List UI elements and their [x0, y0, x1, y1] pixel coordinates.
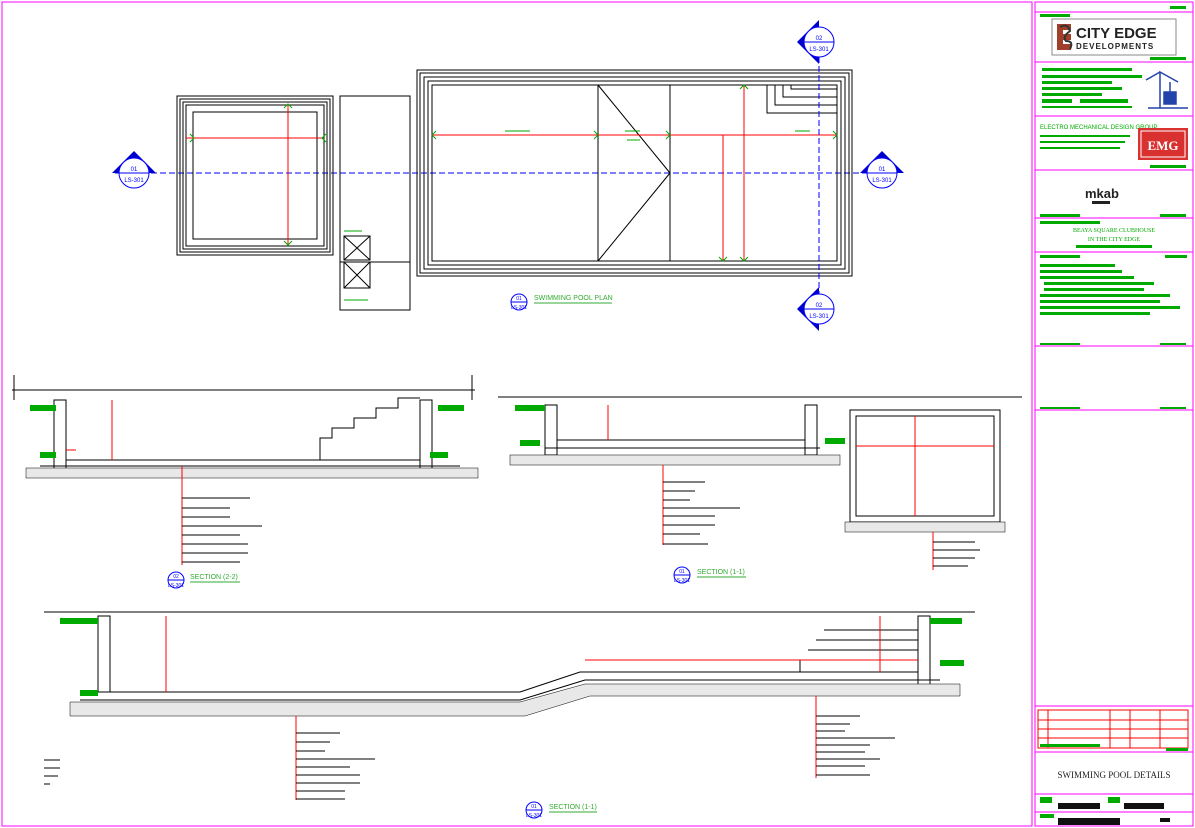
svg-text:LS-301: LS-301 — [168, 583, 184, 589]
equipment-room-plan — [339, 95, 411, 311]
crane-icon — [1145, 70, 1188, 109]
plan-title-tag: 01 LS-301 SWIMMING POOL PLAN — [510, 293, 613, 311]
consultant-block: ELECTRO MECHANICAL DESIGN GROUP EMG — [1040, 125, 1188, 168]
svg-text:mkab: mkab — [1085, 186, 1119, 201]
sheet-number-fields — [1040, 797, 1170, 825]
sheet-title: SWIMMING POOL DETAILS — [1058, 770, 1171, 780]
pool-plan: 01 LS-301 01 LS-301 02 LS-301 02 LS-301 — [112, 20, 904, 331]
svg-text:01: 01 — [131, 167, 138, 173]
svg-text:01: 01 — [679, 569, 685, 575]
section-2-2: 02 LS-301 SECTION (2-2) — [12, 375, 479, 589]
svg-text:01: 01 — [879, 167, 886, 173]
svg-text:IN THE CITY EDGE: IN THE CITY EDGE — [1088, 237, 1140, 243]
architect-logo: mkab — [1040, 186, 1186, 217]
emg-logo-icon: EMG — [1138, 128, 1188, 160]
section-marker-icon: 01 LS-301 — [860, 151, 904, 189]
svg-text:02: 02 — [816, 303, 823, 309]
section-1-1-long: 01 LS-301 SECTION (1-1) — [44, 611, 975, 819]
section-marker-icon: 02 LS-301 — [797, 20, 835, 64]
svg-text:LS-301: LS-301 — [526, 813, 542, 819]
svg-text:BEAYA SQUARE CLUBHOUSE: BEAYA SQUARE CLUBHOUSE — [1073, 228, 1155, 234]
svg-text:01: 01 — [531, 804, 537, 810]
section-1-1-short: 01 LS-301 SECTION (1-1) — [498, 396, 1022, 584]
project-block: BEAYA SQUARE CLUBHOUSE IN THE CITY EDGE — [1040, 221, 1155, 248]
svg-text:DEVELOPMENTS: DEVELOPMENTS — [1076, 42, 1154, 51]
plan-title: SWIMMING POOL PLAN — [534, 295, 613, 302]
small-pool-dimensions — [186, 105, 323, 245]
contractor-block — [1042, 68, 1188, 109]
svg-text:EMG: EMG — [1147, 138, 1178, 153]
section-title-tag: 01 LS-301 SECTION (1-1) — [525, 801, 597, 819]
section-title: SECTION (2-2) — [190, 574, 238, 581]
section-title: SECTION (1-1) — [549, 804, 597, 811]
revision-table — [1037, 709, 1189, 751]
svg-text:LS-301: LS-301 — [674, 578, 690, 584]
svg-text:LS-301: LS-301 — [872, 178, 892, 184]
notes-block — [1040, 255, 1187, 409]
svg-text:LS-301: LS-301 — [124, 178, 144, 184]
section-title-tag: 01 LS-301 SECTION (1-1) — [673, 566, 746, 584]
section-marker-icon: 01 LS-301 — [112, 151, 156, 189]
main-pool-dimensions — [432, 85, 837, 261]
title-block: CITY EDGE DEVELOPMENTS ELECTRO MECH — [1035, 6, 1193, 825]
section-title: SECTION (1-1) — [697, 569, 745, 576]
section-title-tag: 02 LS-301 SECTION (2-2) — [167, 571, 240, 589]
svg-text:ELECTRO MECHANICAL DESIGN GROU: ELECTRO MECHANICAL DESIGN GROUP — [1040, 125, 1157, 131]
section-marker-icon: 02 LS-301 — [797, 287, 835, 331]
svg-text:CITY EDGE: CITY EDGE — [1076, 25, 1157, 42]
city-edge-logo-icon: CITY EDGE DEVELOPMENTS — [1051, 18, 1177, 56]
small-pool-plan — [176, 95, 334, 256]
svg-text:LS-301: LS-301 — [809, 314, 829, 320]
main-pool-plan — [416, 69, 853, 277]
svg-text:02: 02 — [816, 36, 823, 42]
svg-text:01: 01 — [516, 296, 522, 302]
svg-text:02: 02 — [173, 574, 179, 580]
svg-text:LS-301: LS-301 — [511, 305, 527, 311]
svg-text:LS-301: LS-301 — [809, 47, 829, 53]
